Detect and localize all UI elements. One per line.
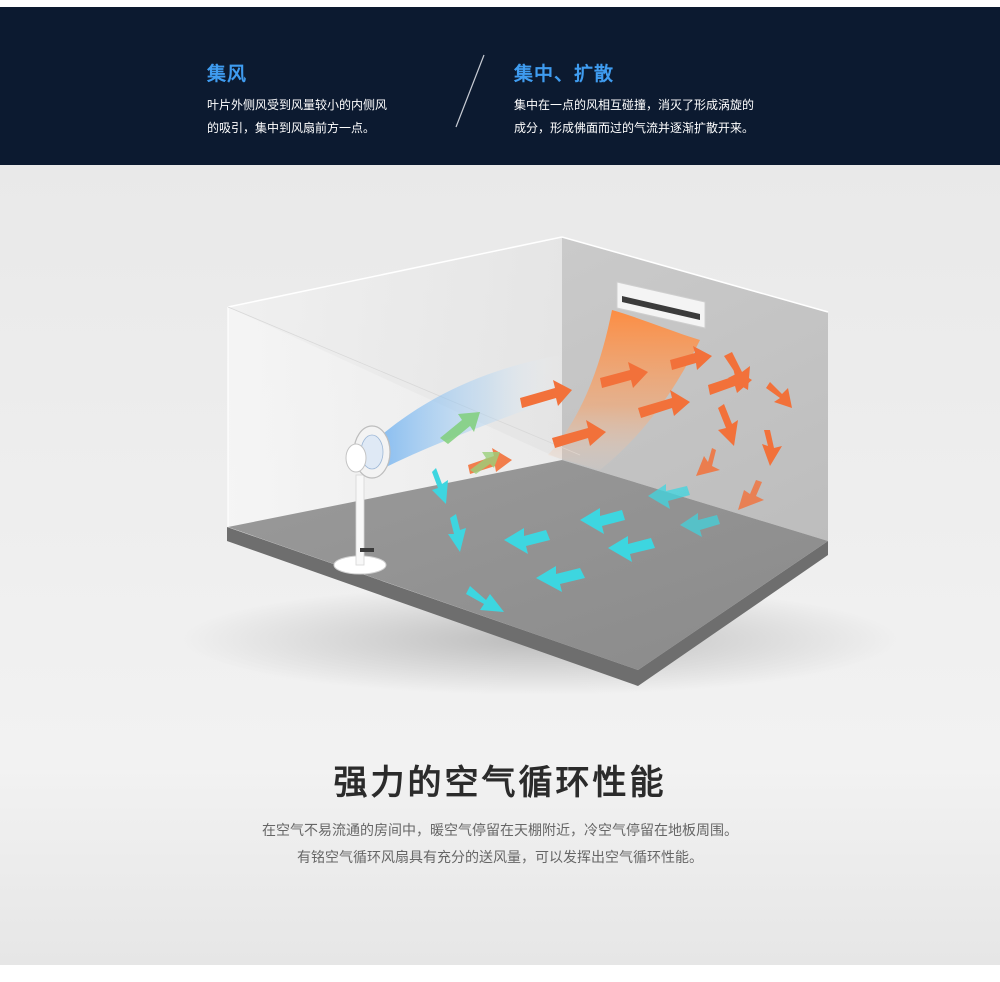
cool-air-arrow	[466, 586, 504, 612]
wall-air-conditioner	[616, 281, 706, 329]
circulator-fan	[333, 425, 391, 575]
fan-airflow	[370, 355, 565, 470]
page-headline: 强力的空气循环性能	[333, 763, 667, 803]
bottom-strip	[0, 965, 1000, 982]
cool-air-arrow	[448, 514, 466, 552]
left-wall	[228, 237, 562, 527]
warm-air-arrow	[520, 380, 572, 408]
feature-diffuse: 集中、扩散 集中在一点的风相互碰撞，消灭了形成涡旋的 成分，形成佛面而过的气流并…	[514, 59, 804, 140]
cool-air-arrow	[536, 566, 585, 592]
cool-air-arrow	[432, 468, 448, 504]
feature-title: 集风	[207, 63, 248, 85]
cool-air-arrow	[608, 536, 655, 562]
warm-air-arrow	[696, 448, 720, 476]
warm-air-arrow	[638, 390, 690, 418]
cool-air-arrow	[504, 528, 550, 554]
transition-air-arrow	[470, 452, 500, 474]
cool-air-arrows	[432, 468, 720, 612]
warm-air-arrow	[724, 352, 750, 390]
cool-air-arrow	[648, 484, 690, 509]
page-description: 在空气不易流通的房间中，暖空气停留在天棚附近，冷空气停留在地板周围。 有铭空气循…	[0, 818, 1000, 872]
description-line: 在空气不易流通的房间中，暖空气停留在天棚附近，冷空气停留在地板周围。	[262, 823, 738, 839]
description-line: 有铭空气循环风扇具有充分的送风量，可以发挥出空气循环性能。	[297, 850, 703, 866]
warm-air-arrow	[552, 420, 606, 448]
transition-air-arrow	[440, 412, 480, 444]
feature-line: 成分，形成佛面而过的气流并逐渐扩散开来。	[514, 121, 755, 135]
feature-divider	[455, 54, 485, 128]
warm-air-arrow	[718, 404, 738, 446]
cool-air-arrow	[580, 508, 625, 534]
feature-title: 集中、扩散	[514, 63, 615, 85]
floor-edge	[227, 527, 828, 686]
feature-line: 集中在一点的风相互碰撞，消灭了形成涡旋的	[514, 98, 755, 112]
warm-air-arrow	[738, 480, 764, 510]
feature-description: 集中在一点的风相互碰撞，消灭了形成涡旋的 成分，形成佛面而过的气流并逐渐扩散开来…	[514, 94, 804, 140]
warm-air-arrow	[762, 430, 782, 466]
feature-line: 叶片外侧风受到风量较小的内侧风	[207, 98, 388, 112]
warm-air-arrow	[600, 362, 648, 388]
feature-banner: 集风 叶片外侧风受到风量较小的内侧风 的吸引，集中到风扇前方一点。 集中、扩散 …	[0, 7, 1000, 165]
warm-air-arrow	[670, 346, 712, 370]
cool-air-arrow	[680, 513, 720, 537]
feature-concentrate: 集风 叶片外侧风受到风量较小的内侧风 的吸引，集中到风扇前方一点。	[207, 59, 497, 140]
warm-air-arrow	[766, 382, 792, 408]
feature-description: 叶片外侧风受到风量较小的内侧风 的吸引，集中到风扇前方一点。	[207, 94, 497, 140]
feature-line: 的吸引，集中到风扇前方一点。	[207, 121, 376, 135]
floor	[228, 460, 828, 670]
